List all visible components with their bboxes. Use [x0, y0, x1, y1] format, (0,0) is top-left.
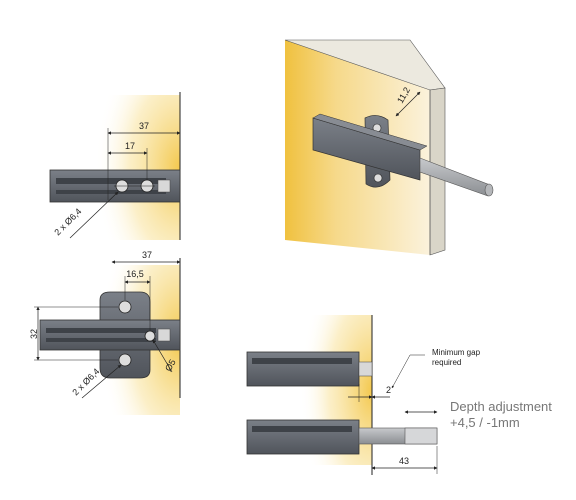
top-left-glow	[95, 95, 180, 240]
top-right-view: 11,2	[284, 39, 494, 256]
bottom-right-damper-lower	[246, 419, 360, 455]
top-left-pin	[157, 179, 171, 193]
top-right-dim-line	[395, 91, 421, 117]
bottom-left-slot	[46, 328, 156, 333]
bottom-left-view: 37 16,5 32 2 x Ø6,4 Ø5	[29, 250, 181, 415]
bottom-right-dim-length: 43	[399, 456, 409, 466]
bottom-right-piston-end	[404, 427, 438, 445]
top-left-view: 37 17 2 x Ø6,4	[49, 92, 181, 240]
bottom-left-dim-holes: 2 x Ø6,4	[70, 366, 101, 397]
bottom-left-damper-body	[39, 319, 181, 351]
bottom-right-slot-upper	[252, 358, 352, 364]
bottom-left-hole-2	[118, 353, 132, 367]
bottom-right-gap-note-1: Minimum gap	[432, 348, 481, 357]
bottom-left-pin-hole	[144, 330, 156, 342]
top-right-piston-tip	[484, 183, 494, 197]
top-left-dim-holes: 2 x Ø6,4	[52, 206, 83, 237]
top-left-dim-37: 37	[139, 121, 149, 131]
bottom-right-gap-leader	[391, 354, 411, 389]
bottom-left-leader	[81, 364, 122, 399]
top-left-dim-17: 17	[125, 141, 135, 151]
bottom-left-slot-2	[46, 338, 156, 342]
top-left-leader	[69, 191, 119, 239]
bottom-left-pin	[157, 328, 171, 342]
bottom-left-dim-16-5: 16,5	[126, 269, 144, 279]
top-right-hole-2	[373, 173, 383, 183]
bottom-right-damper-upper	[246, 351, 360, 387]
bottom-right-dim-gap: 2	[386, 385, 391, 395]
bottom-right-view: Minimum gap required 2 Depth adjustment …	[246, 315, 552, 475]
bottom-left-hole-1	[118, 300, 132, 314]
bottom-right-gap-note-2: required	[432, 358, 461, 367]
bottom-right-depth-label-2: +4,5 / -1mm	[450, 415, 520, 430]
top-left-slot-2	[56, 190, 166, 194]
bottom-left-pin-leader	[152, 339, 173, 373]
top-right-damper-top	[312, 113, 428, 151]
bottom-left-dim-37: 37	[142, 250, 152, 260]
bottom-left-dim-32: 32	[29, 329, 39, 339]
bottom-right-slot-lower	[252, 426, 352, 432]
bottom-right-pin-upper	[358, 361, 373, 377]
bottom-right-depth-label-1: Depth adjustment	[450, 399, 552, 414]
top-left-slot	[56, 178, 166, 184]
